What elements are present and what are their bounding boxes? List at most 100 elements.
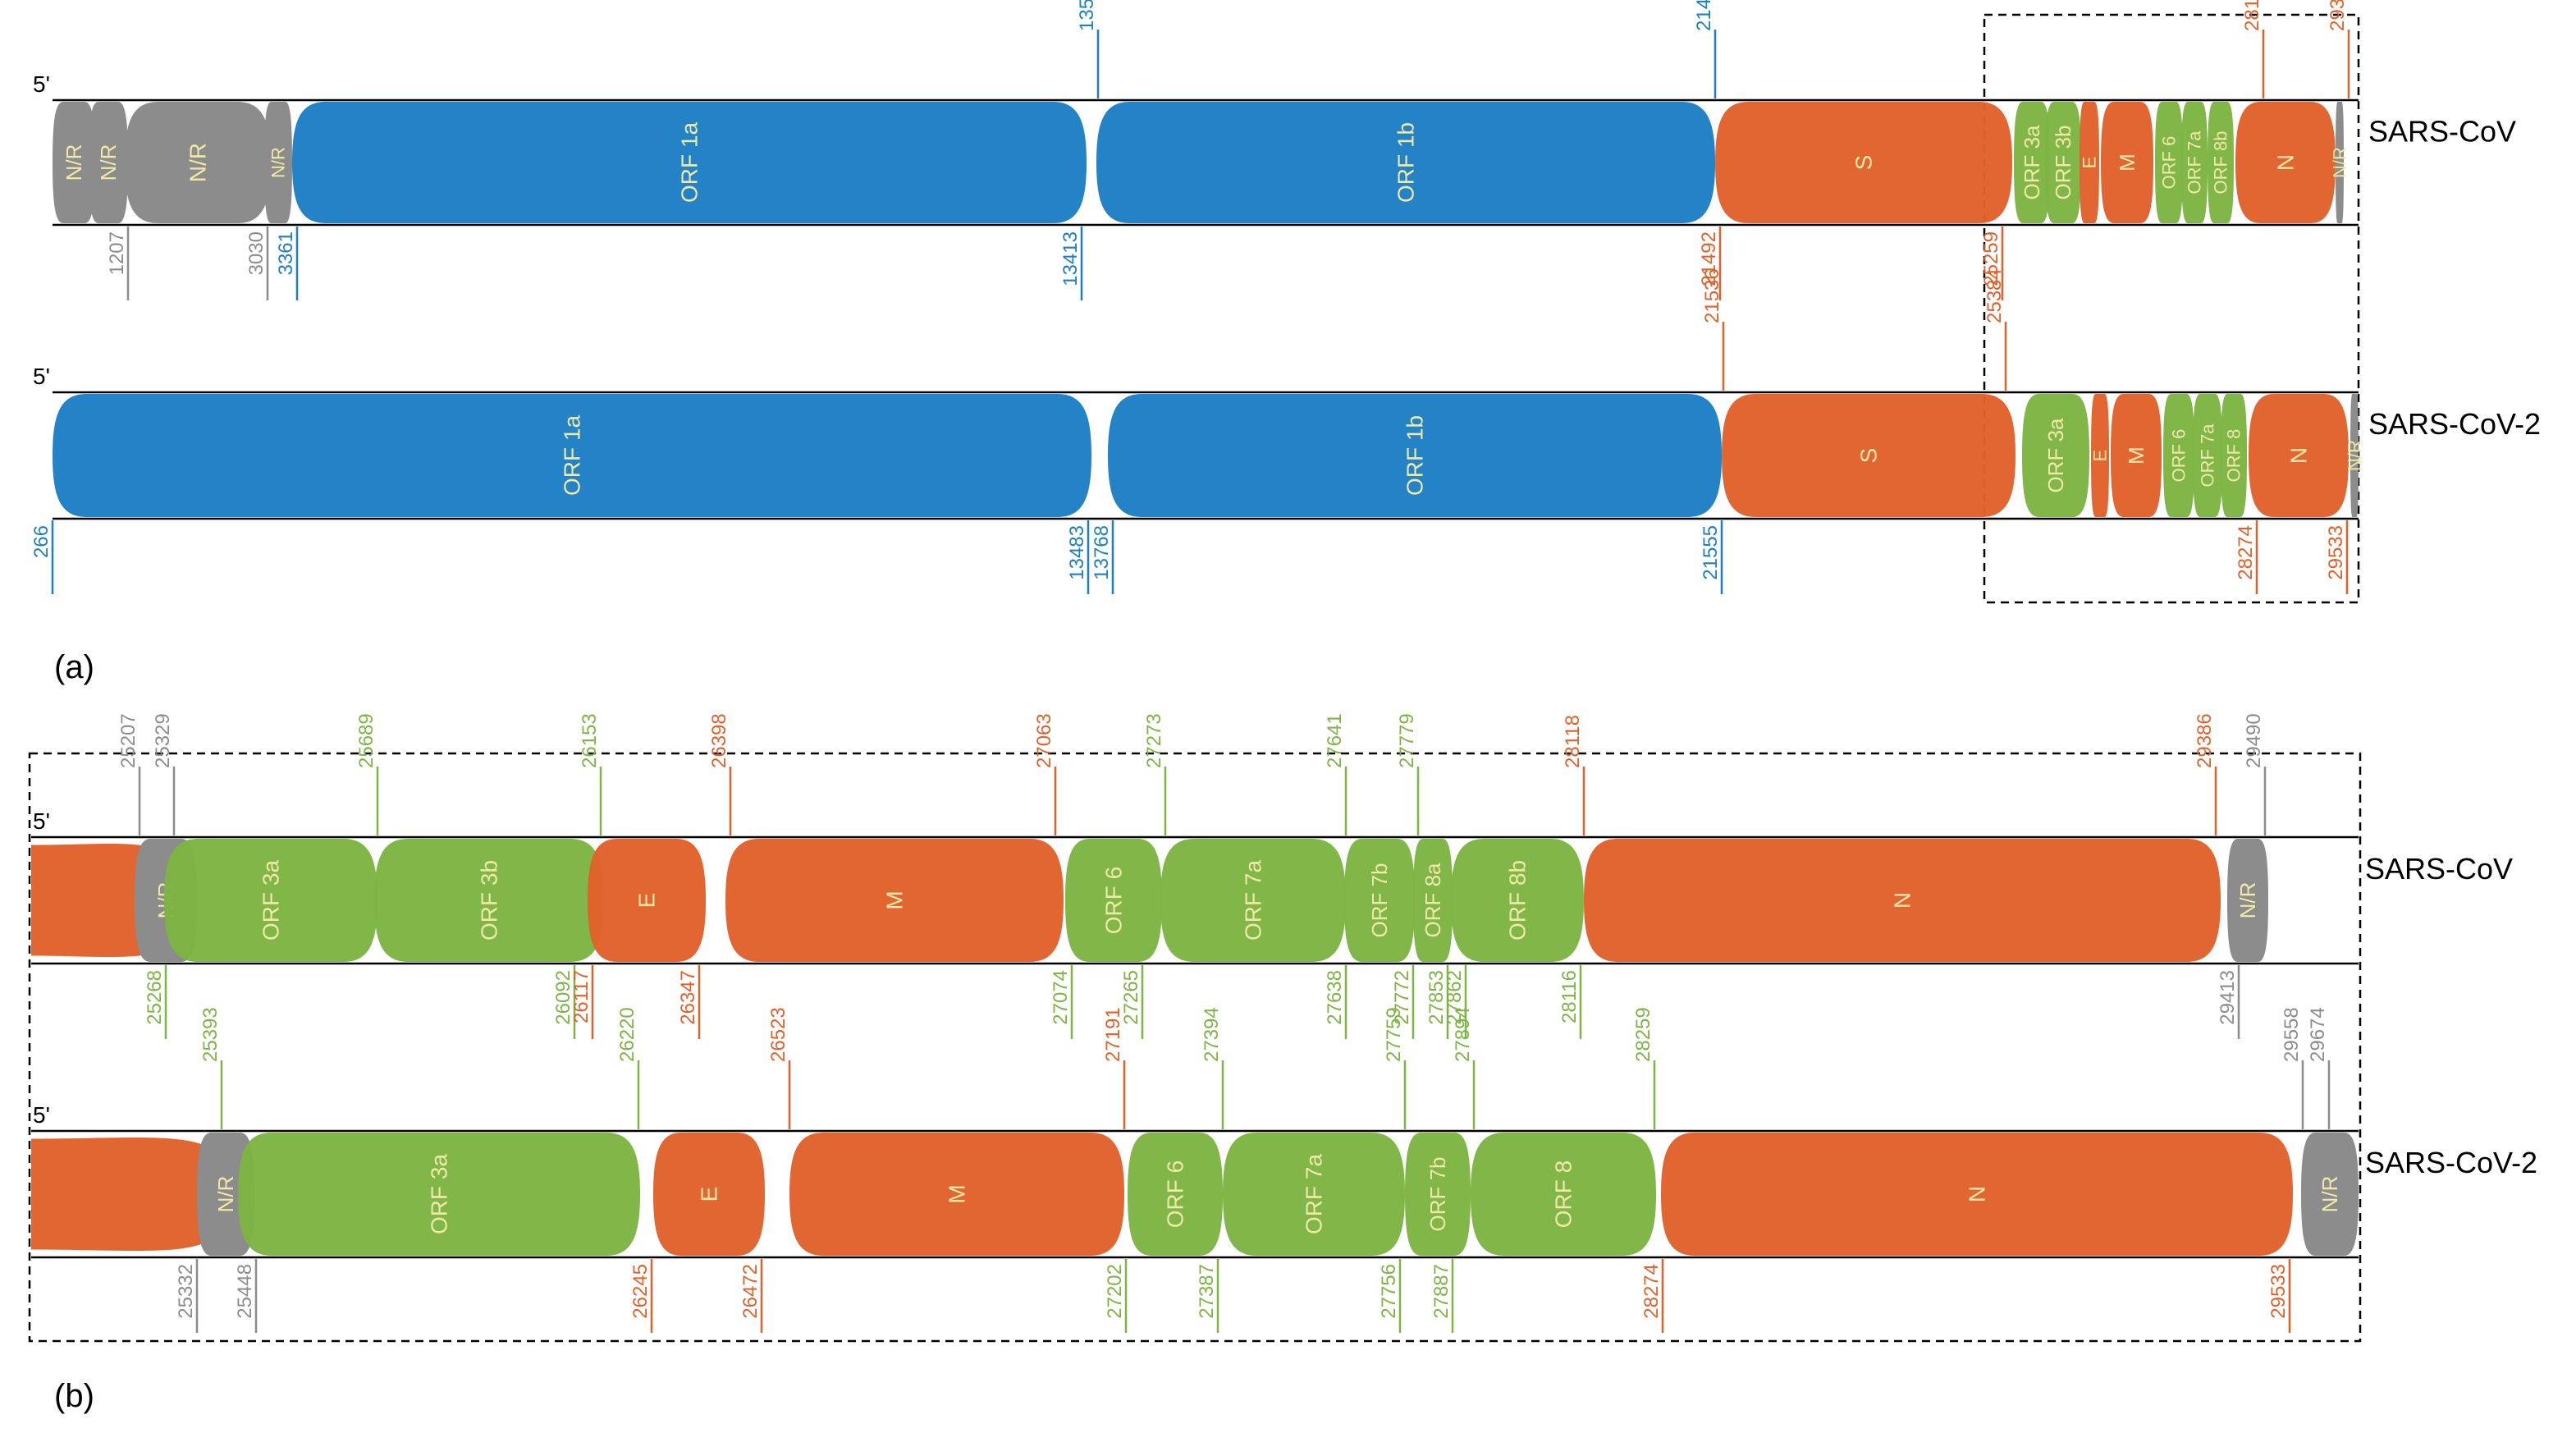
coordinate-label: 28118 xyxy=(2241,0,2263,31)
coordinate-label: 29386 xyxy=(2194,713,2216,768)
coordinate-label: 25448 xyxy=(234,1264,256,1319)
coordinate-label: 27202 xyxy=(1104,1264,1126,1319)
gene-nr2 xyxy=(89,102,128,223)
gene-label: ORF 3a xyxy=(259,860,284,941)
gene-nr2 xyxy=(2301,1133,2359,1256)
coordinate-label: 27759 xyxy=(1383,1007,1405,1062)
coordinate-label: 25689 xyxy=(355,713,377,768)
coordinate-label: 27394 xyxy=(1201,1007,1223,1062)
gene-s xyxy=(1715,102,2012,223)
gene-label: N/R xyxy=(62,144,86,181)
gene-orf3a xyxy=(2022,394,2089,517)
gene-label: ORF 7a xyxy=(1241,860,1266,941)
coordinate-label: 28274 xyxy=(1640,1264,1663,1319)
gene-label: ORF 8b xyxy=(1505,860,1531,941)
gene-orf6 xyxy=(1065,839,1162,962)
genome-name: SARS-CoV xyxy=(2368,115,2516,149)
coordinate-label: 27191 xyxy=(1102,1007,1124,1062)
coordinate-label: 25393 xyxy=(199,1007,222,1062)
coordinate-label: 29674 xyxy=(2307,1007,2329,1062)
gene-orf6 xyxy=(2163,394,2194,517)
coordinate-label: 26523 xyxy=(767,1007,789,1062)
gene-label: ORF 7a xyxy=(2198,423,2218,488)
gene-label: N xyxy=(2286,447,2312,464)
coordinate-label: 29386 xyxy=(2327,0,2349,31)
coordinate-label: 3361 xyxy=(275,231,297,275)
gene-s xyxy=(1722,394,2016,517)
gene-label: N xyxy=(1965,1186,1990,1202)
gene-orf3a xyxy=(238,1133,640,1256)
coordinate-label: 27756 xyxy=(1378,1264,1400,1319)
coordinate-label: 27862 xyxy=(1444,970,1466,1025)
gene-orf7a xyxy=(2181,102,2208,223)
coordinate-label: 26398 xyxy=(708,713,730,768)
gene-nr2 xyxy=(2227,839,2268,962)
coordinate-label: 27074 xyxy=(1050,970,1072,1025)
gene-label: ORF 3b xyxy=(477,860,502,941)
coordinate-label: 13599 xyxy=(1076,0,1098,31)
coordinate-label: 28116 xyxy=(1558,970,1581,1023)
coordinate-label: 27853 xyxy=(1425,970,1448,1025)
gene-e xyxy=(2080,102,2099,223)
gene-orf7a xyxy=(1223,1133,1405,1256)
gene-s_tail xyxy=(31,843,166,958)
gene-e xyxy=(588,839,706,962)
gene-nr4 xyxy=(264,102,292,223)
gene-nr5 xyxy=(2336,102,2344,223)
gene-label: N/R xyxy=(2235,882,2260,919)
coordinate-label: 25332 xyxy=(175,1264,197,1319)
coordinate-label: 27063 xyxy=(1033,713,1055,768)
gene-label: E xyxy=(697,1187,722,1202)
gene-n xyxy=(1584,839,2221,962)
genome-name: SARS-CoV-2 xyxy=(2365,1146,2537,1179)
gene-label: ORF 6 xyxy=(1101,867,1127,934)
gene-label: ORF 3a xyxy=(2043,418,2068,493)
coordinate-label: 26245 xyxy=(629,1264,652,1319)
coordinate-label: 26347 xyxy=(677,970,699,1025)
gene-label: ORF 8 xyxy=(1551,1160,1576,1228)
coordinate-label: 27638 xyxy=(1324,970,1346,1025)
gene-orf7a xyxy=(1160,839,1346,962)
gene-orf7b xyxy=(1344,839,1415,962)
gene-label: M xyxy=(945,1184,970,1203)
gene-label: ORF 6 xyxy=(1163,1160,1188,1228)
gene-label: ORF 7a xyxy=(1302,1154,1327,1234)
gene-label: ORF 1b xyxy=(1402,415,1428,496)
zoom-region-box xyxy=(1983,13,2360,604)
gene-n xyxy=(2235,102,2336,223)
gene-label: ORF 1a xyxy=(677,122,702,203)
coordinate-label: 27387 xyxy=(1196,1264,1218,1319)
coordinate-label: 25268 xyxy=(144,970,166,1025)
coordinate-label: 21555 xyxy=(1700,525,1722,580)
gene-n xyxy=(1661,1133,2293,1256)
gene-m xyxy=(2101,102,2153,223)
five-prime-label: 5' xyxy=(33,364,50,389)
coordinate-label: 26153 xyxy=(579,713,601,768)
coordinate-label: 25384 xyxy=(1983,268,2006,323)
gene-label: N xyxy=(2273,154,2299,171)
coordinate-label: 266 xyxy=(30,525,53,558)
zoom-region-box xyxy=(28,752,2362,1343)
coordinate-label: 27894 xyxy=(1452,1007,1474,1062)
coordinate-label: 3030 xyxy=(245,231,268,275)
gene-label: E xyxy=(2080,157,2100,169)
gene-label: E xyxy=(634,893,660,909)
gene-orf1a xyxy=(292,102,1087,223)
coordinate-label: 29533 xyxy=(2325,525,2347,580)
gene-label: M xyxy=(2115,153,2139,172)
coordinate-label: 13768 xyxy=(1091,525,1113,580)
five-prime-label: 5' xyxy=(33,71,50,97)
gene-n xyxy=(2249,394,2349,517)
coordinate-label: 1207 xyxy=(106,231,128,275)
gene-orf6 xyxy=(1128,1133,1223,1256)
gene-orf7b xyxy=(1405,1133,1471,1256)
coordinate-label: 26117 xyxy=(570,970,593,1023)
gene-orf8b xyxy=(1451,839,1584,962)
five-prime-label: 5' xyxy=(33,1102,50,1128)
genome-name: SARS-CoV-2 xyxy=(2368,407,2541,441)
